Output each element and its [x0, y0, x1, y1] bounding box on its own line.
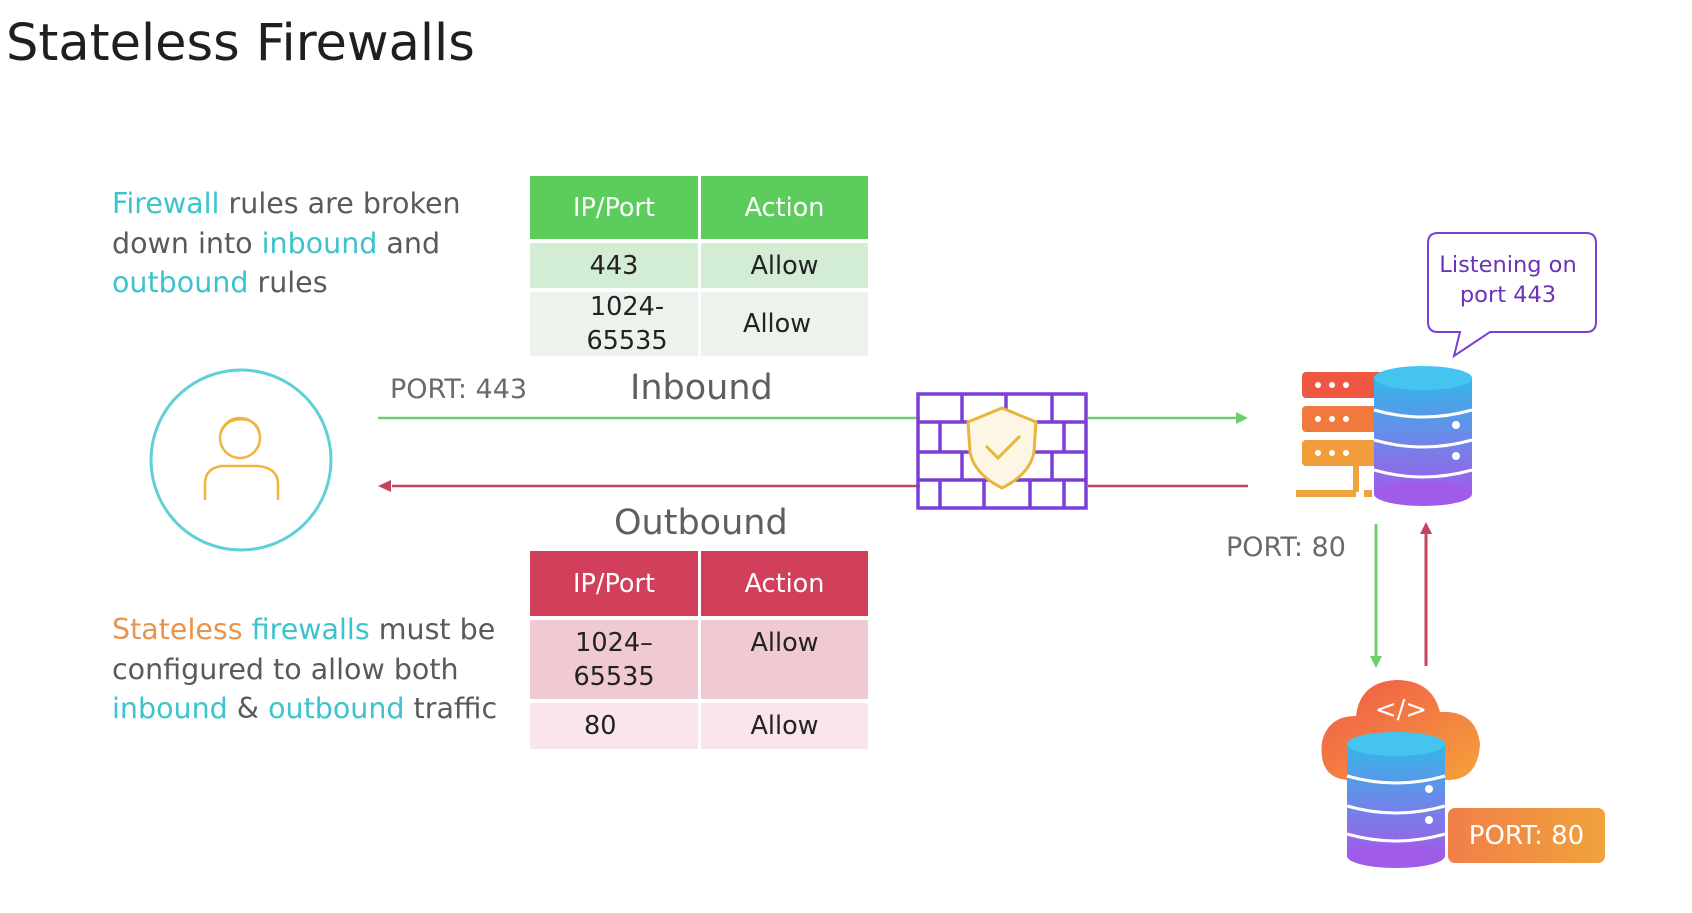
listening-label: Listening on port 443 — [1439, 252, 1577, 308]
port-443-label: PORT: 443 — [390, 374, 528, 405]
outbound-rules-table: IP/Port Action 1024– 65535 Allow 80 Allo… — [530, 551, 868, 749]
outbound-arrow — [378, 480, 1248, 492]
table-cell: 1024-65535 — [530, 292, 701, 356]
header-cell: Action — [701, 551, 868, 616]
cloud-code-database-icon: </> — [1321, 680, 1480, 868]
header-cell: IP/Port — [530, 176, 701, 239]
server-database-icon — [1296, 366, 1473, 506]
page-title: Stateless Firewalls — [6, 14, 475, 73]
inbound-label: Inbound — [630, 368, 773, 408]
user-icon — [149, 368, 333, 552]
header-cell: Action — [701, 176, 868, 239]
port-80-badge: PORT: 80 — [1448, 808, 1605, 863]
table-row: 1024– 65535 Allow — [530, 620, 868, 699]
port-80-up-arrow — [1420, 522, 1432, 666]
table-cell: Allow — [701, 292, 868, 356]
table-row: 443 Allow — [530, 243, 868, 288]
table-cell: Allow — [701, 703, 868, 749]
note-text: Stateless firewalls must be configured t… — [112, 613, 498, 725]
table-row: 1024-65535 Allow — [530, 292, 868, 356]
intro-text: Firewall rules are broken down into inbo… — [112, 187, 461, 299]
outbound-label: Outbound — [614, 503, 788, 543]
shield-icon — [966, 406, 1038, 490]
speech-bubble — [1427, 232, 1597, 359]
inbound-rules-table: IP/Port Action 443 Allow 1024-65535 Allo… — [530, 176, 868, 356]
table-cell: 443 — [530, 243, 701, 288]
table-cell: Allow — [701, 243, 868, 288]
inbound-arrow — [378, 412, 1248, 424]
table-cell: 1024– 65535 — [530, 620, 701, 699]
table-cell: 80 — [530, 703, 701, 749]
svg-text:</>: </> — [1375, 695, 1427, 725]
table-header-row: IP/Port Action — [530, 551, 868, 616]
port-80-label: PORT: 80 — [1226, 532, 1346, 563]
port-80-down-arrow — [1370, 524, 1382, 668]
table-cell: Allow — [701, 620, 868, 699]
table-header-row: IP/Port Action — [530, 176, 868, 239]
header-cell: IP/Port — [530, 551, 701, 616]
table-row: 80 Allow — [530, 703, 868, 749]
